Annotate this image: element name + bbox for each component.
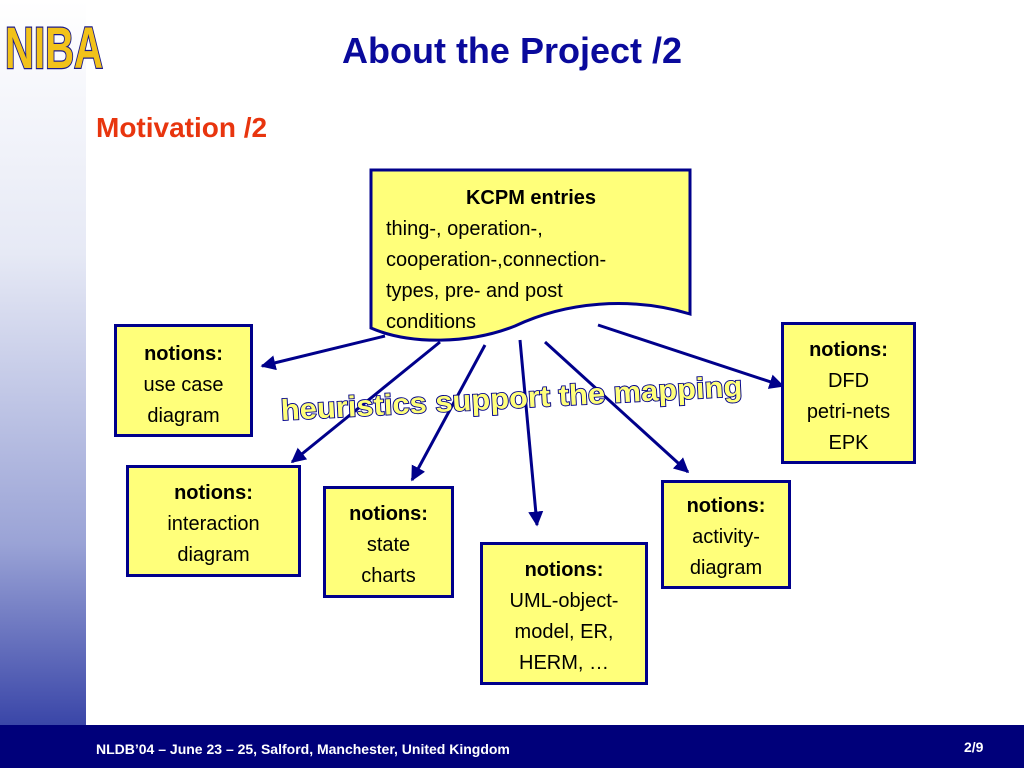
footer-conference-text: NLDB’04 – June 23 – 25, Salford, Manches… (96, 741, 510, 757)
notions-dfd: notions: DFD petri-nets EPK (781, 322, 916, 464)
notions-line: activity- (692, 526, 760, 548)
notions-line: HERM, … (519, 652, 609, 674)
notions-line: diagram (177, 544, 250, 566)
notions-line: UML-object- (509, 590, 619, 612)
notions-heading: notions: (144, 343, 223, 365)
notions-activity: notions: activity- diagram (661, 480, 791, 589)
notions-line: state (366, 534, 411, 556)
kcpm-heading: KCPM entries (466, 187, 596, 209)
sidebar-gradient (0, 0, 86, 725)
kcpm-entries: KCPM entries thing-, operation-, coopera… (386, 187, 606, 333)
notions-line: petri-nets (806, 401, 891, 423)
notions-heading: notions: (349, 503, 428, 525)
notions-heading: notions: (174, 482, 253, 504)
arrow-to-activity (543, 340, 690, 474)
notions-line: DFD (827, 370, 870, 392)
kcpm-line-3: types, pre- and post (386, 280, 563, 302)
notions-interaction: notions: interaction diagram (126, 465, 301, 577)
notions-line: diagram (147, 405, 220, 427)
notions-line: EPK (828, 432, 869, 454)
footer-bar: NLDB’04 – June 23 – 25, Salford, Manches… (0, 725, 1024, 768)
slide-title: About the Project /2 (341, 30, 683, 71)
kcpm-line-1: thing-, operation-, (386, 218, 543, 240)
notions-line: use case (143, 374, 224, 396)
heuristics-annotation: heuristics support the mapping (280, 371, 743, 427)
notions-line: charts (361, 565, 416, 587)
slide-subtitle: Motivation /2 (96, 112, 268, 143)
kcpm-line-2: cooperation-,connection- (386, 249, 606, 271)
notions-line: interaction (167, 513, 260, 535)
notions-line: diagram (689, 557, 763, 579)
arrow-to-use-case (260, 334, 386, 371)
notions-uml-object: notions: UML-object- model, ER, HERM, … (480, 542, 648, 685)
arrows (260, 323, 785, 527)
arrow-to-state-charts (410, 344, 487, 482)
page-number: 2/9 (964, 739, 984, 755)
notions-heading: notions: (524, 559, 604, 581)
niba-logo: NIBA (4, 15, 105, 76)
notions-state-charts: notions: state charts (323, 486, 454, 598)
logo-text: NIBA (5, 16, 103, 76)
notions-line: model, ER, (514, 621, 614, 643)
arrow-to-dfd (597, 323, 785, 389)
arrow-to-interaction (290, 340, 441, 464)
notions-heading: notions: (809, 339, 888, 361)
arrow-to-uml-object (518, 339, 544, 527)
kcpm-document-shape (369, 168, 692, 342)
notions-heading: notions: (686, 495, 766, 517)
kcpm-line-4: conditions (386, 311, 476, 333)
notions-use-case: notions: use case diagram (114, 324, 253, 437)
